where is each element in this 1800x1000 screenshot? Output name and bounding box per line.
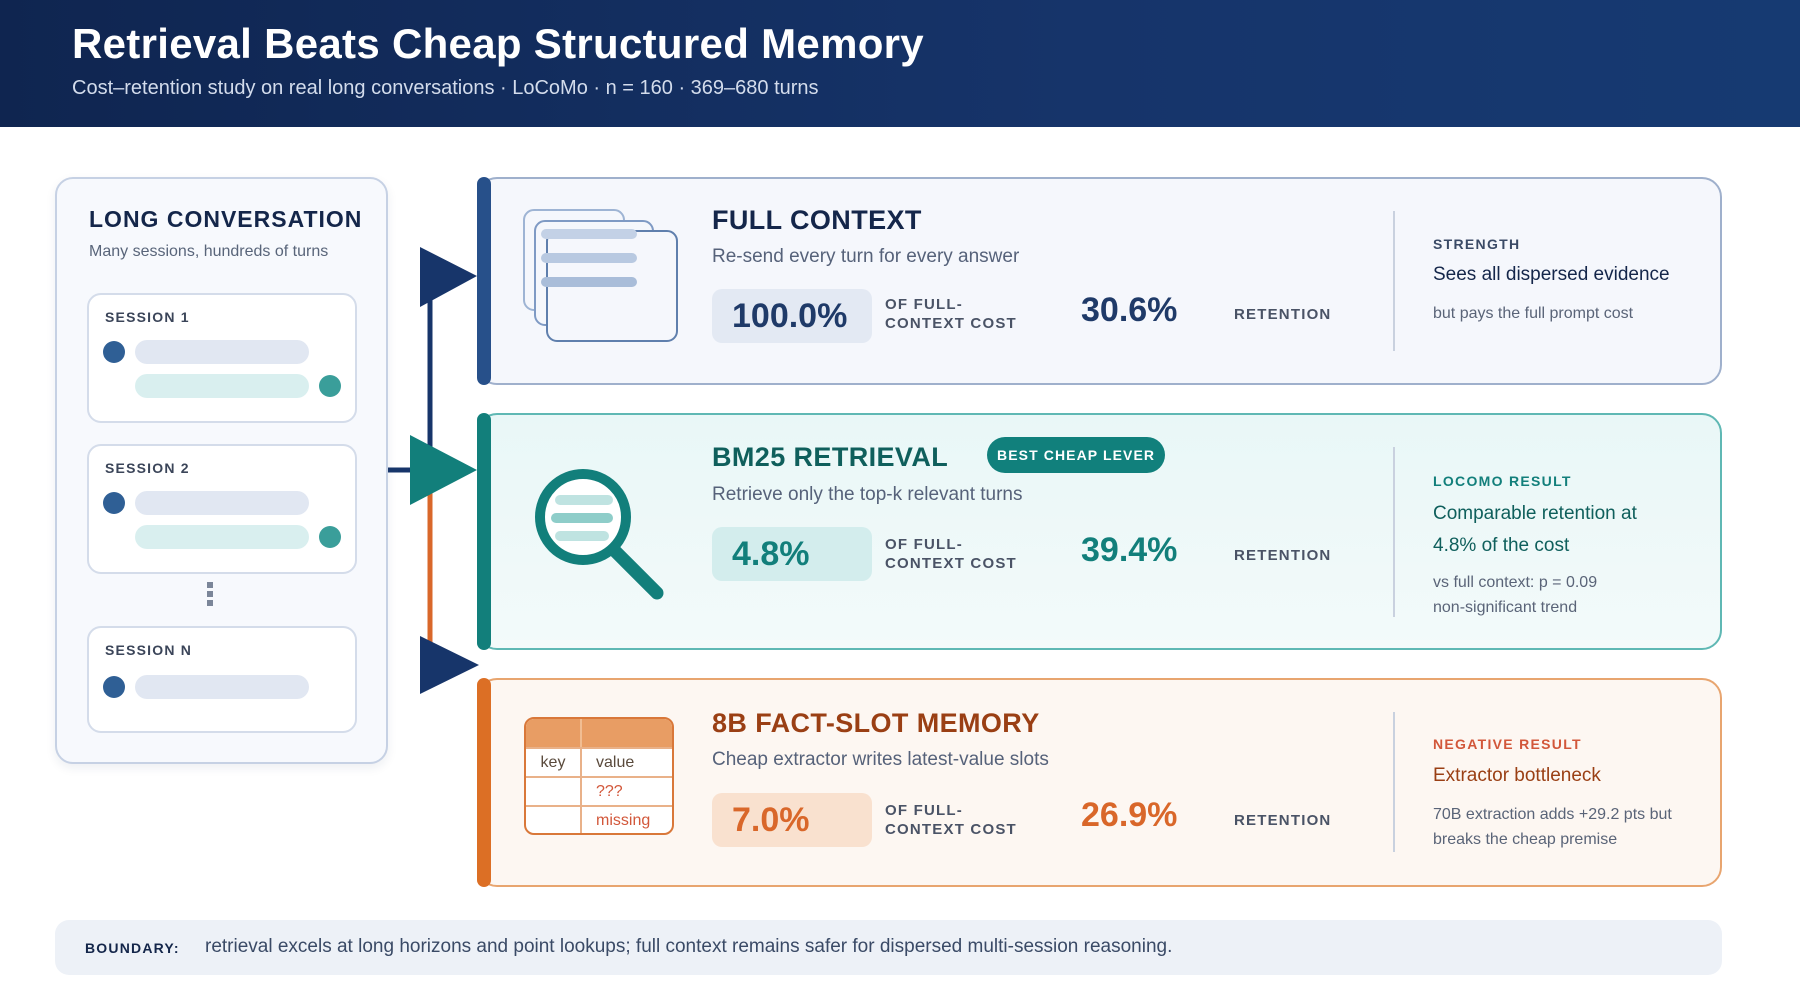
arrow-to-fact-slot [420,636,479,694]
session-2-box: SESSION 2 [87,444,357,574]
user-message-bar [135,491,309,515]
card-accent-bar [477,678,491,887]
header-banner: Retrieval Beats Cheap Structured Memory … [0,0,1800,127]
retention-value: 39.4% [1081,531,1178,569]
user-turn-dot [103,676,125,698]
card-description: Retrieve only the top-k relevant turns [712,484,1023,505]
magnifier-icon [535,469,664,600]
long-conversation-panel: LONG CONVERSATION Many sessions, hundred… [55,177,388,764]
card-title: BM25 RETRIEVAL [712,442,949,472]
ellipsis-dots [207,582,215,609]
best-cheap-lever-badge: BEST CHEAP LEVER [987,437,1166,473]
cost-label: OF FULL-CONTEXT COST [885,296,1017,332]
cost-label: OF FULL-CONTEXT COST [885,802,1017,838]
cost-value: 4.8% [712,527,872,581]
retention-label: RETENTION [1234,547,1332,564]
documents-icon [523,209,678,342]
card-accent-bar [477,177,491,385]
full-context-card: FULL CONTEXT Re-send every turn for ever… [477,177,1722,385]
side-main-text: Comparable retention at 4.8% of the cost [1433,503,1637,556]
table-missing-value: missing [596,812,651,829]
page-subtitle: Cost–retention study on real long conver… [72,77,819,99]
side-heading: STRENGTH [1433,236,1521,252]
retention-label: RETENTION [1234,306,1332,323]
bm25-retrieval-card: BM25 RETRIEVAL BEST CHEAP LEVER Retrieve… [477,413,1722,650]
session-label: SESSION 1 [105,309,190,325]
boundary-text: retrieval excels at long horizons and po… [205,936,1173,957]
boundary-key: BOUNDARY: [85,940,180,956]
conversation-subtitle: Many sessions, hundreds of turns [89,243,329,260]
table-unknown-value: ??? [596,783,623,800]
user-turn-dot [103,341,125,363]
user-message-bar [135,675,309,699]
cost-value: 7.0% [712,793,872,847]
assistant-message-bar [135,525,309,549]
side-note: vs full context: p = 0.09 non-significan… [1433,574,1598,616]
card-description: Re-send every turn for every answer [712,246,1020,267]
table-key-header: key [526,749,582,776]
side-main-text: Sees all dispersed evidence [1433,264,1670,285]
session-n-box: SESSION N [87,626,357,733]
fact-table-icon: key value ??? missing [524,717,674,835]
retention-label: RETENTION [1234,812,1332,829]
side-note: 70B extraction adds +29.2 pts but breaks… [1433,806,1672,848]
session-label: SESSION N [105,642,193,658]
user-turn-dot [103,492,125,514]
assistant-turn-dot [319,375,341,397]
conversation-title: LONG CONVERSATION [89,206,363,232]
side-heading: NEGATIVE RESULT [1433,736,1582,752]
assistant-turn-dot [319,526,341,548]
user-message-bar [135,340,309,364]
side-heading: LOCOMO RESULT [1433,473,1572,489]
cost-value: 100.0% [712,289,872,343]
boundary-note: BOUNDARY: retrieval excels at long horiz… [55,920,1722,975]
session-1-box: SESSION 1 [87,293,357,423]
retention-value: 30.6% [1081,291,1178,329]
side-main-text: Extractor bottleneck [1433,765,1601,786]
cost-label: OF FULL-CONTEXT COST [885,536,1017,572]
card-divider [1393,211,1395,351]
retention-value: 26.9% [1081,796,1178,834]
card-title: FULL CONTEXT [712,205,922,235]
arrow-to-full-context [420,247,477,307]
arrow-to-bm25 [410,435,477,505]
session-label: SESSION 2 [105,460,190,476]
card-divider [1393,447,1395,617]
card-title: 8B FACT-SLOT MEMORY [712,708,1040,738]
card-divider [1393,712,1395,852]
fact-slot-memory-card: key value ??? missing 8B FACT-SLOT MEMOR… [477,678,1722,887]
assistant-message-bar [135,374,309,398]
card-description: Cheap extractor writes latest-value slot… [712,749,1049,770]
page-title: Retrieval Beats Cheap Structured Memory [72,20,924,67]
card-accent-bar [477,413,491,650]
side-note: but pays the full prompt cost [1433,305,1634,322]
table-value-header: value [596,754,635,771]
